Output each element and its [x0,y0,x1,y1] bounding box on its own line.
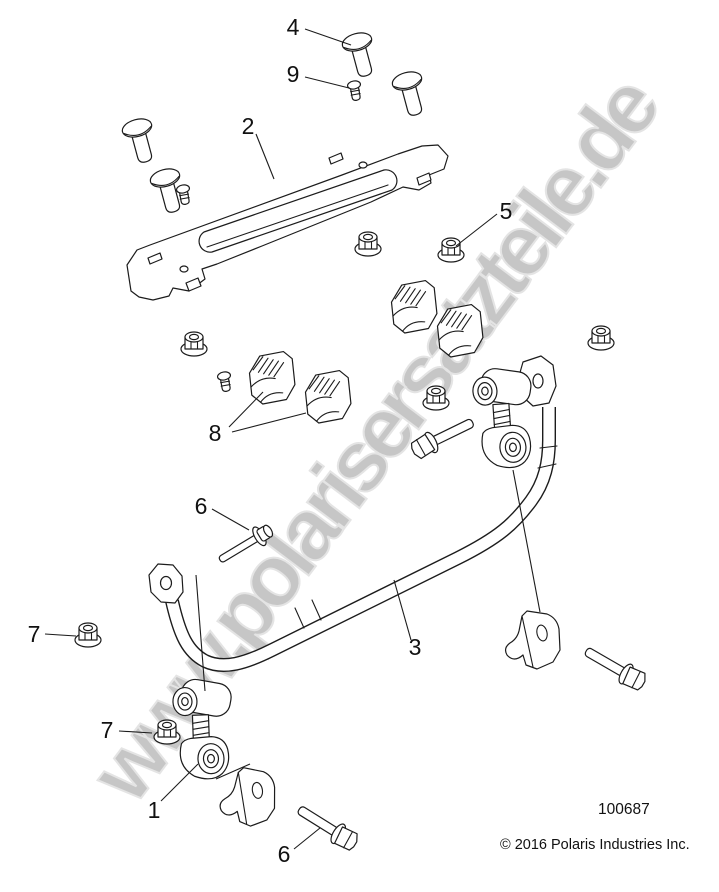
flange-nut-part-3 [180,331,208,357]
carriage-bolt-part-1 [119,115,162,167]
bushing-clamp-part-1 [247,350,298,406]
leader-line-9 [304,76,350,89]
copyright-notice: © 2016 Polaris Industries Inc. [500,837,690,853]
leader-line-8a [228,391,264,428]
callout-9: 9 [287,61,300,87]
assembly-line-bottom [215,763,251,780]
bushing-clamp-part-3 [389,279,440,335]
leader-line-2 [255,133,275,180]
callout-3: 3 [409,634,422,660]
callout-7a: 7 [28,621,41,647]
flange-nut-part-1 [354,231,382,257]
callout-5: 5 [500,198,513,224]
assembly-line-left [195,574,206,692]
callout-4: 4 [287,14,300,40]
leader-line-3 [393,579,412,641]
flange-nut-part-6 [74,622,102,648]
callout-6b: 6 [278,841,291,867]
flange-nut-part-5 [422,385,450,411]
leader-line-8b [231,412,307,433]
leader-lines [44,28,541,850]
mount-bracket-part-1 [504,610,561,670]
carriage-bolt-part-4 [389,68,432,120]
flange-bolt-part-3 [292,799,362,855]
callout-8: 8 [209,420,222,446]
assembly-line-right [512,469,541,613]
flange-nut-part-2 [437,237,465,263]
bushing-clamp-part-4 [435,303,486,359]
rivet-part-2 [346,79,364,102]
mount-bracket-part-2 [218,765,278,828]
flange-bolt-part-2 [580,640,650,695]
leader-line-1 [160,763,199,802]
flange-nut-part-7 [153,719,181,745]
drawing-number: 100687 [598,801,650,818]
leader-line-4 [304,28,352,46]
flange-nut-part-4 [587,325,615,351]
bracket-plate-part [126,144,449,301]
sway-bar-part [148,355,558,673]
flange-bolt-part-1 [407,411,478,462]
leader-line-7a [44,633,77,637]
stabilizer-link-part-1 [470,362,540,471]
rivet-part-3 [216,370,234,393]
callout-2: 2 [242,113,255,139]
callout-7b: 7 [101,717,114,743]
leader-line-6b [293,827,321,850]
callout-1: 1 [148,797,161,823]
carriage-bolt-part-3 [339,29,382,81]
leader-line-6a [211,508,250,531]
stabilizer-link-part-2 [171,674,238,781]
callout-6a: 6 [195,493,208,519]
plate-slot [198,169,398,253]
bushing-clamp-part-2 [303,369,354,425]
leader-line-7b [118,730,153,734]
leader-line-5 [455,213,498,247]
